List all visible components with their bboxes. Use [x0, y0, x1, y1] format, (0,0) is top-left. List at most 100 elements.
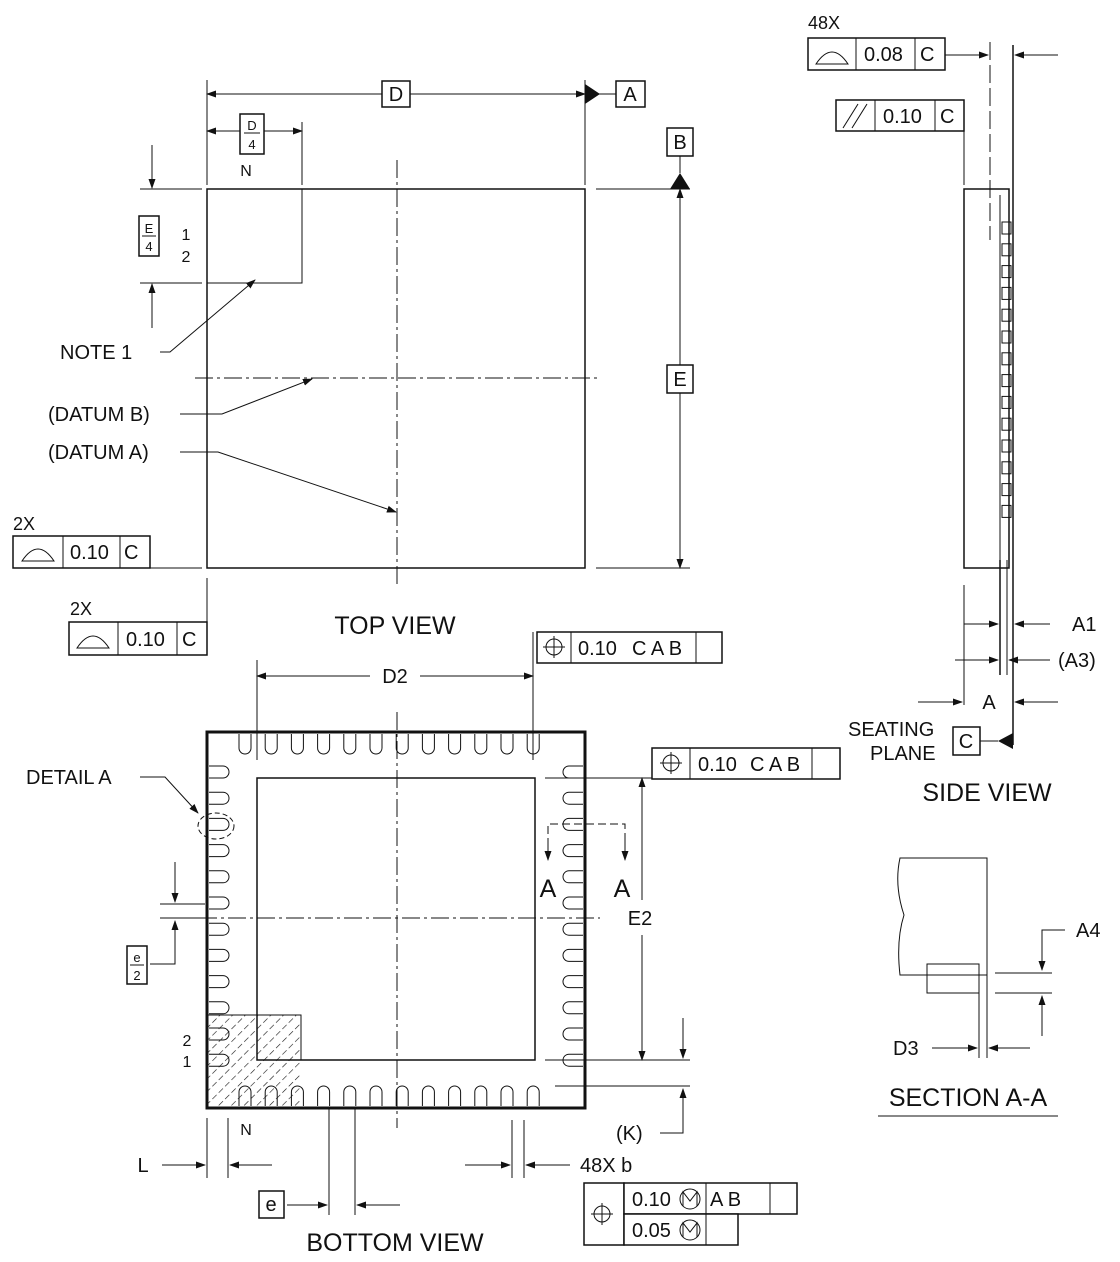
lead-pad: [562, 948, 583, 962]
fcf-parallel-value: 0.10: [883, 106, 922, 128]
dim-a4-label: A4: [1076, 920, 1100, 942]
side-lead: [1001, 504, 1012, 518]
lead-pad: [562, 896, 583, 910]
section-title: SECTION A-A: [889, 1084, 1048, 1112]
lead-pad: [562, 870, 583, 884]
dim-d3-label: D3: [893, 1038, 919, 1060]
fcf-pos3-value: 0.10: [632, 1189, 671, 1211]
lead-pad: [474, 734, 488, 755]
lead-pad: [264, 734, 278, 755]
dim-l-label: L: [137, 1155, 148, 1177]
section-mark-right: A: [614, 875, 631, 903]
lead-pad: [562, 791, 583, 805]
fcf-pos2-refs: C A B: [750, 754, 800, 776]
lead-pad: [209, 765, 230, 779]
lead-pad: [317, 734, 331, 755]
side-lead: [1001, 461, 1012, 475]
lead-pad: [562, 922, 583, 936]
lead-pad: [290, 1085, 304, 1106]
mmc-modifier-icon: [679, 1188, 701, 1210]
lead-pad: [500, 1085, 514, 1106]
bottom-pin-1-label: 1: [183, 1054, 192, 1071]
lead-pad: [290, 734, 304, 755]
top-pin-2-label: 2: [182, 249, 191, 266]
fcf-pos4-value: 0.05: [632, 1220, 671, 1242]
top-pin-1-label: 1: [182, 227, 191, 244]
lead-pad: [395, 734, 409, 755]
lead-pad: [343, 1085, 357, 1106]
fcf-2x-b-count: 2X: [70, 599, 92, 619]
side-lead: [1001, 330, 1012, 344]
lead-pad: [209, 896, 230, 910]
lead-pad: [238, 734, 252, 755]
fcf-pos1-value: 0.10: [578, 638, 617, 660]
side-view-body: [963, 188, 1010, 569]
pin1-index-area-bottom: [208, 1015, 301, 1107]
dim-e-label: E: [673, 369, 686, 391]
side-lead: [1001, 439, 1012, 453]
lead-pad: [209, 975, 230, 989]
flatness-symbol-icon: [76, 635, 110, 649]
lead-pad: [448, 734, 462, 755]
fcf-2x-b-ref: C: [182, 629, 196, 651]
side-lead: [1001, 374, 1012, 388]
fcf-parallel-ref: C: [940, 106, 954, 128]
side-lead: [1001, 243, 1012, 257]
dim-e2half-num: e: [133, 950, 140, 965]
lead-pad: [209, 1053, 230, 1067]
dim-e2-label: E2: [628, 908, 652, 930]
flatness-symbol-icon: [815, 51, 849, 65]
datum-b-label: (DATUM B): [48, 404, 150, 426]
lead-pad: [209, 817, 230, 831]
fcf-2x-b-value: 0.10: [126, 629, 165, 651]
parallelism-symbol-icon: [842, 103, 859, 129]
lead-pad: [264, 1085, 278, 1106]
side-lead: [1001, 352, 1012, 366]
datum-a-label: (DATUM A): [48, 442, 149, 464]
lead-pad: [562, 844, 583, 858]
side-view: 48X 0.08 C 0.10 C A1 (A3) A SEATING PLAN…: [807, 13, 1096, 807]
top-view: D A D 4 N E 4 1 2 E B NOTE 1: [12, 80, 694, 656]
pin1-index-area: [206, 188, 303, 284]
bottom-pin-n-label: N: [240, 1122, 252, 1139]
lead-pad: [209, 870, 230, 884]
lead-pad: [209, 791, 230, 805]
section-lead: [926, 963, 980, 994]
lead-pad: [209, 948, 230, 962]
lead-pad: [343, 734, 357, 755]
dim-e4-den: 4: [145, 239, 152, 254]
note-1-label: NOTE 1: [60, 342, 132, 364]
side-lead: [1001, 221, 1012, 235]
lead-pad: [317, 1085, 331, 1106]
datum-b-flag: B: [673, 132, 686, 154]
side-view-title: SIDE VIEW: [922, 779, 1052, 807]
side-lead: [1001, 483, 1012, 497]
dim-48x-b-label: 48X b: [580, 1155, 632, 1177]
dim-e2half-den: 2: [133, 968, 140, 983]
bottom-view-title: BOTTOM VIEW: [306, 1229, 484, 1257]
bottom-pin-2-label: 2: [183, 1033, 192, 1050]
dim-k-label: (K): [616, 1123, 643, 1145]
dim-a3-label: (A3): [1058, 650, 1096, 672]
lead-pad: [500, 734, 514, 755]
lead-pad: [209, 922, 230, 936]
lead-pad: [562, 765, 583, 779]
lead-pad: [369, 1085, 383, 1106]
mmc-modifier-icon: [679, 1219, 701, 1241]
lead-pad: [369, 734, 383, 755]
dim-d-label: D: [389, 84, 403, 106]
bottom-view: D2 0.10 C A B 0.10 C A B E2 (K): [26, 631, 841, 1257]
fcf-2x-a-count: 2X: [13, 514, 35, 534]
fcf-48x-count: 48X: [808, 13, 840, 33]
dim-d4-num: D: [247, 118, 256, 133]
detail-a-circle: [197, 812, 235, 840]
plane-label: PLANE: [870, 743, 936, 765]
lead-pad: [562, 1001, 583, 1015]
fcf-2x-a-ref: C: [124, 542, 138, 564]
lead-pad: [209, 844, 230, 858]
lead-pad: [562, 1027, 583, 1041]
flatness-symbol-icon: [21, 548, 55, 562]
dim-e-pitch-label: e: [265, 1194, 276, 1216]
top-pin-n-label: N: [240, 163, 252, 180]
